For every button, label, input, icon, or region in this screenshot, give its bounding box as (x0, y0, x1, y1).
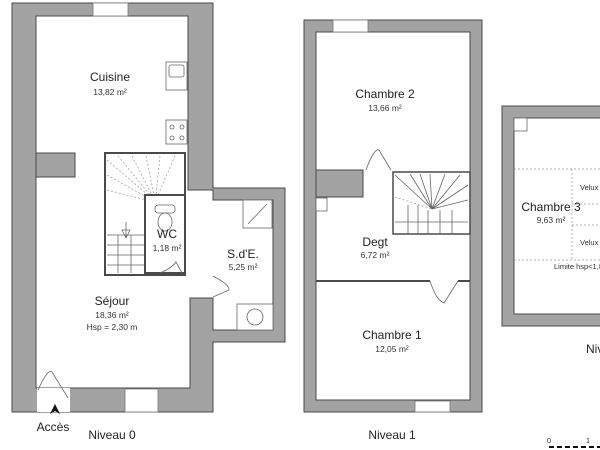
staircase (392, 171, 471, 235)
entrance-door (37, 371, 69, 399)
window (124, 388, 159, 413)
velux-label: Velux (580, 183, 599, 192)
duct (315, 197, 328, 212)
room-label: Chambre 3 (521, 200, 581, 214)
room-label: WC (157, 227, 177, 241)
level-1-walls (303, 19, 483, 413)
room-area: 13,66 m² (368, 103, 402, 113)
room-label: Degt (362, 235, 388, 249)
toilet-icon (154, 204, 176, 214)
scale-tick-label: 0 (547, 436, 551, 445)
level-label: Niveau 2 (586, 342, 600, 356)
partition-wall (35, 152, 76, 178)
room-label: Cuisine (90, 70, 130, 84)
window (92, 2, 129, 17)
room-label: Séjour (95, 294, 130, 308)
window (414, 400, 451, 413)
level-0-plan: Cuisine 13,82 m² WC 1,18 m² S.d'E. 5,25 … (11, 2, 286, 442)
room-area: 12,05 m² (375, 344, 409, 354)
room-area: 13,82 m² (93, 87, 127, 97)
door (365, 149, 392, 171)
level-2-plan: Velux Velux Limite hsp<1,80 m Chambre 3 … (501, 105, 600, 356)
level-1-plan: Chambre 2 13,66 m² Degt 6,72 m² Chambre … (303, 19, 483, 442)
velux-label: Velux (580, 238, 599, 247)
room-area: 5,25 m² (229, 262, 258, 272)
room-label: S.d'E. (227, 247, 259, 261)
level-2-walls (501, 105, 600, 327)
room-area: 6,72 m² (361, 250, 390, 260)
height-limit-label: Limite hsp<1,80 m (554, 262, 600, 271)
room-area: 9,63 m² (537, 215, 566, 225)
room-label: Chambre 1 (362, 328, 422, 342)
level-label: Niveau 0 (88, 428, 136, 442)
room-area: 1,18 m² (153, 243, 182, 253)
room-area: 18,36 m² (95, 310, 129, 320)
scale-bar: 0 1 (547, 436, 600, 448)
scale-tick-label: 1 (586, 436, 590, 445)
duct (513, 117, 528, 132)
partition-wall (315, 169, 364, 198)
window (332, 19, 369, 33)
ceiling-height: Hsp = 2,30 m (87, 322, 138, 332)
entrance-arrow-icon (50, 404, 60, 414)
door (429, 280, 459, 304)
cooktop-icon (165, 119, 188, 145)
room-label: Chambre 2 (355, 87, 415, 101)
level-label: Niveau 1 (368, 428, 416, 442)
door (212, 275, 230, 298)
entrance-label: Accès (37, 420, 70, 434)
